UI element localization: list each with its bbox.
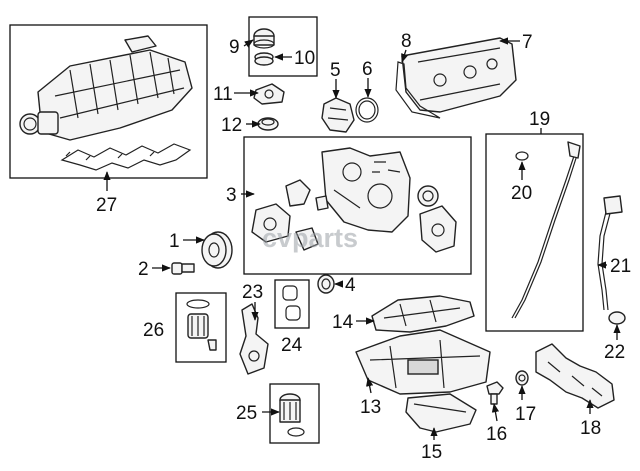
callout-24: 24 xyxy=(281,335,303,356)
crank-pulley-part xyxy=(201,231,233,269)
leader-lines xyxy=(103,37,621,440)
box-timing-cover xyxy=(243,136,472,275)
drain-washer-part xyxy=(515,370,529,386)
dipstick-part xyxy=(511,141,581,319)
intake-manifold-part xyxy=(19,35,193,171)
callout-5: 5 xyxy=(330,60,341,81)
callout-15: 15 xyxy=(421,442,442,463)
box-filter-cap xyxy=(269,383,320,444)
oil-cap-seal-part xyxy=(254,52,274,66)
drain-bolt-part xyxy=(486,381,504,405)
oil-baffle-part xyxy=(371,295,475,333)
callout-17: 17 xyxy=(515,404,536,425)
box-oil-filter xyxy=(175,292,227,363)
valve-cover-part xyxy=(395,37,517,119)
callout-26: 26 xyxy=(143,320,164,341)
tube-o-ring-part xyxy=(608,311,626,325)
seal-part-12 xyxy=(257,117,279,131)
callout-13: 13 xyxy=(360,397,381,418)
callout-20: 20 xyxy=(511,183,532,204)
callout-14: 14 xyxy=(332,312,354,333)
bracket-part-18 xyxy=(535,343,615,409)
pulley-bolt-part xyxy=(171,262,195,275)
front-seal-part-4 xyxy=(317,274,335,294)
timing-cover-part xyxy=(251,147,457,253)
callout-6: 6 xyxy=(362,59,373,80)
callout-4: 4 xyxy=(345,275,356,296)
callout-11: 11 xyxy=(213,84,233,105)
filter-cap-part xyxy=(279,393,305,437)
box-dipstick xyxy=(485,133,584,332)
callout-3: 3 xyxy=(226,185,237,206)
callout-labels: 27 9 10 11 12 5 6 8 7 3 19 20 1 2 4 21 2… xyxy=(96,31,631,463)
callout-8: 8 xyxy=(401,31,412,52)
housing-part-5 xyxy=(321,97,355,133)
box-gaskets-24 xyxy=(274,279,310,329)
callout-1: 1 xyxy=(169,231,180,252)
dipstick-o-ring-part xyxy=(515,151,529,161)
watermark-text: cvparts xyxy=(262,223,358,253)
callout-18: 18 xyxy=(580,418,601,439)
gasket-part-24 xyxy=(282,285,301,321)
callout-7: 7 xyxy=(522,32,533,53)
oil-pan-upper-part xyxy=(355,329,491,395)
oil-pan-lower-part xyxy=(405,393,477,433)
filter-adapter-part xyxy=(239,303,269,375)
callout-23: 23 xyxy=(242,282,263,303)
callout-2: 2 xyxy=(138,259,149,280)
callout-12: 12 xyxy=(221,115,242,136)
callout-22: 22 xyxy=(604,342,625,363)
callout-10: 10 xyxy=(294,48,315,69)
callout-21: 21 xyxy=(610,256,631,277)
dipstick-tube-part xyxy=(597,195,623,311)
callout-19: 19 xyxy=(529,109,550,130)
bracket-part-11 xyxy=(253,83,285,105)
callout-16: 16 xyxy=(486,424,507,445)
oil-filler-cap-part xyxy=(253,28,275,49)
callout-25: 25 xyxy=(236,403,257,424)
callout-9: 9 xyxy=(229,37,240,58)
callout-27: 27 xyxy=(96,195,117,216)
o-ring-part-6 xyxy=(355,97,379,123)
oil-filter-part xyxy=(186,299,217,351)
